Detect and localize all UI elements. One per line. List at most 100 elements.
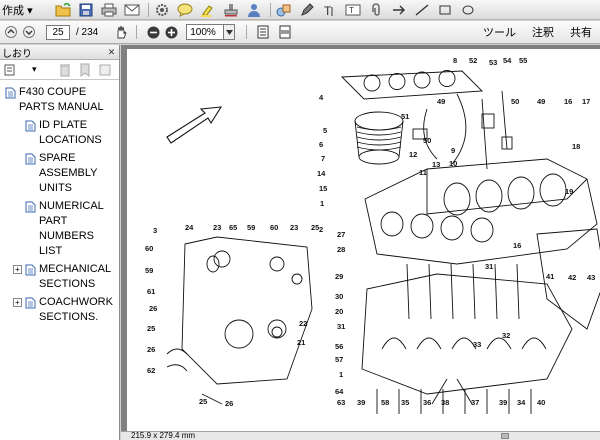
bookmark-item[interactable]: SPARE ASSEMBLY UNITS [0,151,119,196]
horizontal-scrollbar[interactable] [251,433,551,439]
part-callout: 28 [337,245,345,254]
part-callout: 9 [451,146,455,155]
bookmark-label: F430 COUPE PARTS MANUAL [19,86,104,113]
highlight-icon[interactable] [200,2,216,18]
bookmark-item[interactable]: +MECHANICAL SECTIONS [0,262,119,292]
close-icon[interactable]: ✕ [107,46,116,57]
part-callout: 42 [568,273,576,282]
seal [206,255,220,273]
part-callout: 25 [147,324,155,333]
ellipse-tool-icon[interactable] [460,2,476,18]
part-callout: 41 [546,272,554,281]
part-callout: 29 [335,272,343,281]
part-callout: 49 [437,97,445,106]
page-number-input[interactable] [46,24,70,40]
cover-hole [213,250,231,268]
part-callout: 26 [147,345,155,354]
share-pane-button[interactable]: 共有 [570,27,592,39]
previous-page-icon[interactable] [4,25,18,39]
zoom-in-icon[interactable] [164,25,178,39]
part-callout: 49 [537,97,545,106]
part-callout: 52 [469,56,477,65]
new-bookmark-icon[interactable] [79,63,93,77]
part-callout: 10 [449,159,457,168]
open-folder-icon[interactable] [55,2,71,18]
task-panes: ツール 注釈 共有 [475,24,600,40]
attach-icon[interactable] [368,2,384,18]
zoom-level-field[interactable]: 100% [186,24,225,40]
scrollbar-thumb[interactable] [501,433,509,439]
print-icon[interactable] [101,2,117,18]
cylinder-bore [410,213,434,239]
bookmark-item[interactable]: NUMERICAL PART NUMBERS LIST [0,199,119,259]
text-tool-icon[interactable]: T [322,2,338,18]
bookmark-options-dropdown[interactable]: ▾ [32,64,37,74]
hand-tool-icon[interactable] [114,25,128,39]
stamp-icon[interactable] [223,2,239,18]
person-icon[interactable] [246,2,262,18]
bookmarks-title: しおり [2,48,32,60]
textbox-icon[interactable]: T [345,2,361,18]
crank-web [486,337,512,350]
bookmark-item[interactable]: ID PLATE LOCATIONS [0,118,119,148]
part-callout: 7 [321,154,325,163]
comment-pane-button[interactable]: 注釈 [532,27,554,39]
line-tool-icon[interactable] [414,2,430,18]
tie-bolt [450,263,454,320]
part-callout: 5 [323,126,327,135]
expand-bookmark-toggle[interactable]: + [13,298,22,307]
part-callout: 63 [337,398,345,407]
head-gasket [340,70,484,100]
rectangle-tool-icon[interactable] [437,2,453,18]
save-icon[interactable] [78,2,94,18]
email-icon[interactable] [124,2,140,18]
bookmark-page-icon [25,201,36,213]
comment-bubble-icon[interactable] [177,2,193,18]
o-ring [271,326,283,338]
part-callout: 51 [401,112,409,121]
part-callout: 39 [499,398,507,407]
next-page-icon[interactable] [22,25,36,39]
part-callout: 38 [441,398,449,407]
zoom-dropdown-icon[interactable] [224,24,236,40]
create-menu-arrow: ▾ [27,4,33,17]
part-callout: 39 [357,398,365,407]
sensor-cable [423,90,508,170]
sensor-body [412,128,428,140]
part-callout: 32 [502,331,510,340]
sensor-body [501,136,513,150]
fit-width-icon[interactable] [278,25,292,39]
bookmark-options-icon[interactable] [4,63,18,77]
gear-icon[interactable] [154,2,170,18]
shapes-icon[interactable] [276,2,292,18]
liner-ring [356,126,402,131]
part-callout: 59 [247,223,255,232]
tie-bolt [516,263,520,320]
gasket-bore [438,70,456,87]
direction-arrow [166,106,223,144]
crank-web [416,337,442,350]
cover-hole [269,256,285,272]
part-callout: 20 [335,307,343,316]
create-menu[interactable]: 作成 ▾ [2,2,33,18]
tools-pane-button[interactable]: ツール [483,27,516,39]
toolbar-divider [147,2,149,17]
arrow-line-icon[interactable] [391,2,407,18]
expand-bookmark-icon[interactable] [99,63,113,77]
pen-icon[interactable] [299,2,315,18]
part-callout: 60 [270,223,278,232]
bookmarks-panel: しおり ✕ ▾ F430 COUPE PARTS MANUAL ID PLATE … [0,45,120,440]
liner-body [354,120,404,158]
bookmark-item[interactable]: +COACHWORK SECTIONS. [0,295,119,325]
zoom-out-icon[interactable] [146,25,160,39]
toolbar-divider [269,2,271,17]
part-callout: 26 [149,304,157,313]
fit-page-icon[interactable] [256,25,270,39]
side-cover [536,228,600,330]
delete-bookmark-icon[interactable] [59,63,73,77]
expand-bookmark-toggle[interactable]: + [13,265,22,274]
part-callout: 22 [299,319,307,328]
bookmark-item[interactable]: F430 COUPE PARTS MANUAL [0,85,119,115]
